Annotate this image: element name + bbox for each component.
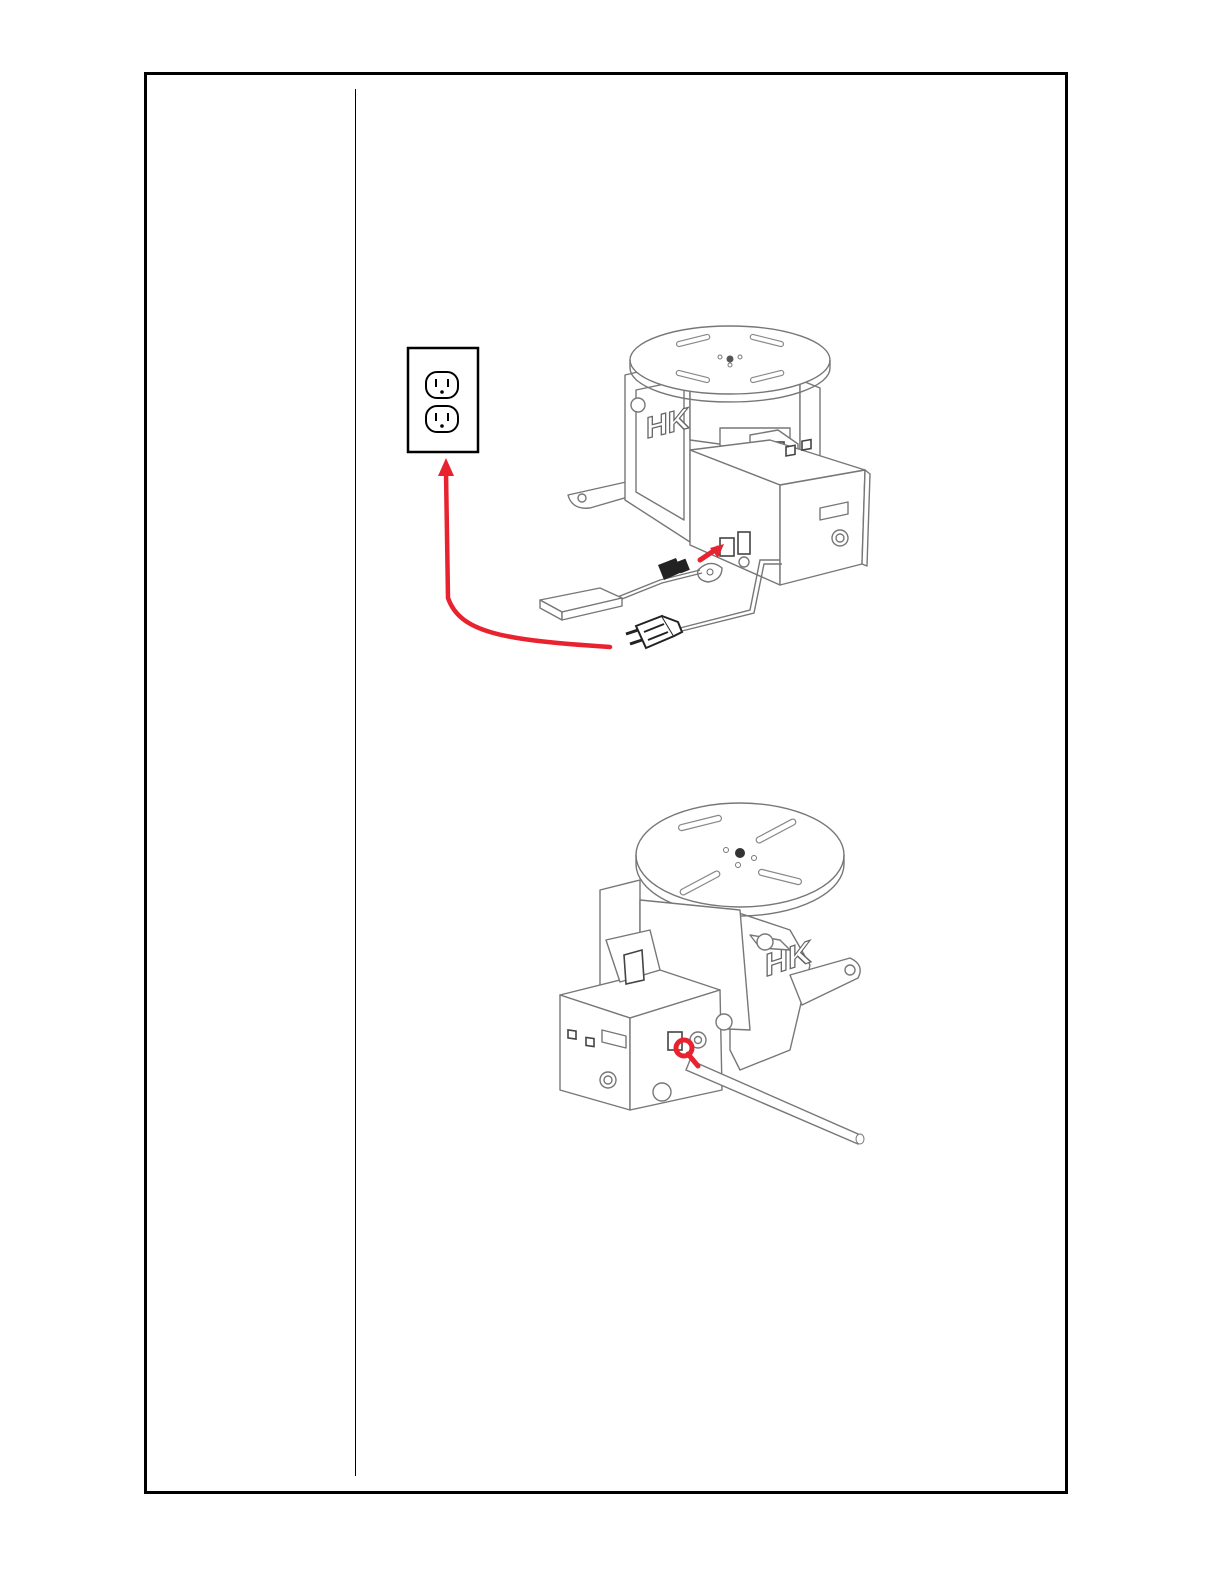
foot-pedal-icon — [540, 588, 622, 620]
page-frame — [144, 72, 1068, 1494]
power-plug-icon — [626, 616, 682, 648]
ground-connection-figure: HK — [540, 800, 880, 1150]
ground-rod-icon — [686, 1060, 864, 1144]
wall-outlet-icon — [408, 348, 478, 452]
column-divider — [355, 89, 356, 1476]
power-connection-figure: HK — [400, 320, 880, 660]
connection-arrow-icon — [438, 458, 454, 476]
